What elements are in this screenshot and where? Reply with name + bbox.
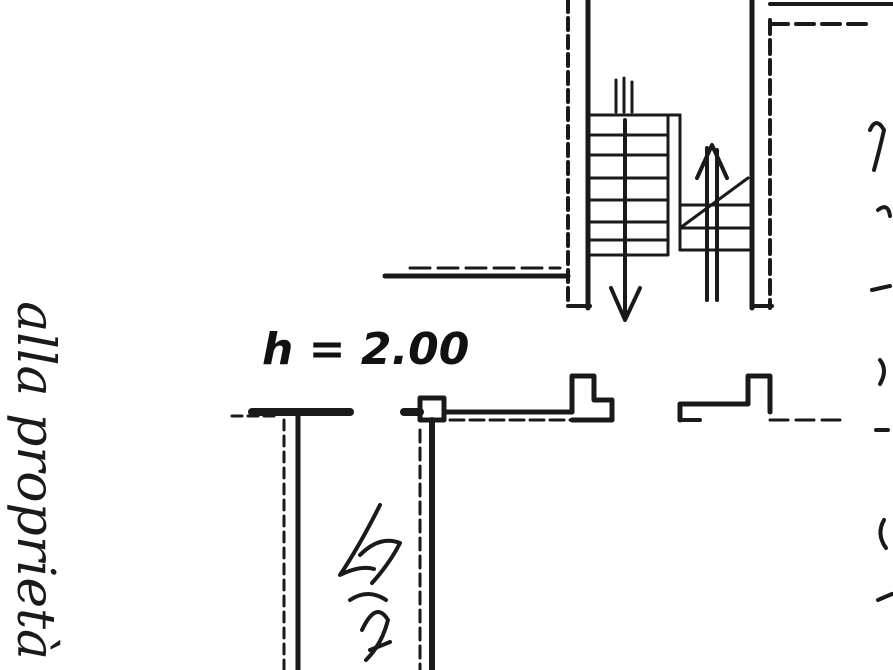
stair-railing (614, 76, 634, 114)
left-margin-annotation: alla proprietà (5, 301, 65, 660)
left-margin-text: alla proprietà (5, 301, 65, 660)
lower-room-walls (282, 411, 435, 670)
upper-horizontal-wall (382, 266, 571, 279)
stair-treads-left (586, 113, 682, 257)
room-scribble (338, 503, 402, 662)
lower-wall-line (230, 373, 842, 423)
right-margin-strokes (868, 121, 893, 602)
height-label: h = 2.00 (262, 324, 469, 375)
arrow-down-icon (609, 118, 642, 322)
arrow-up-icon (695, 143, 729, 302)
